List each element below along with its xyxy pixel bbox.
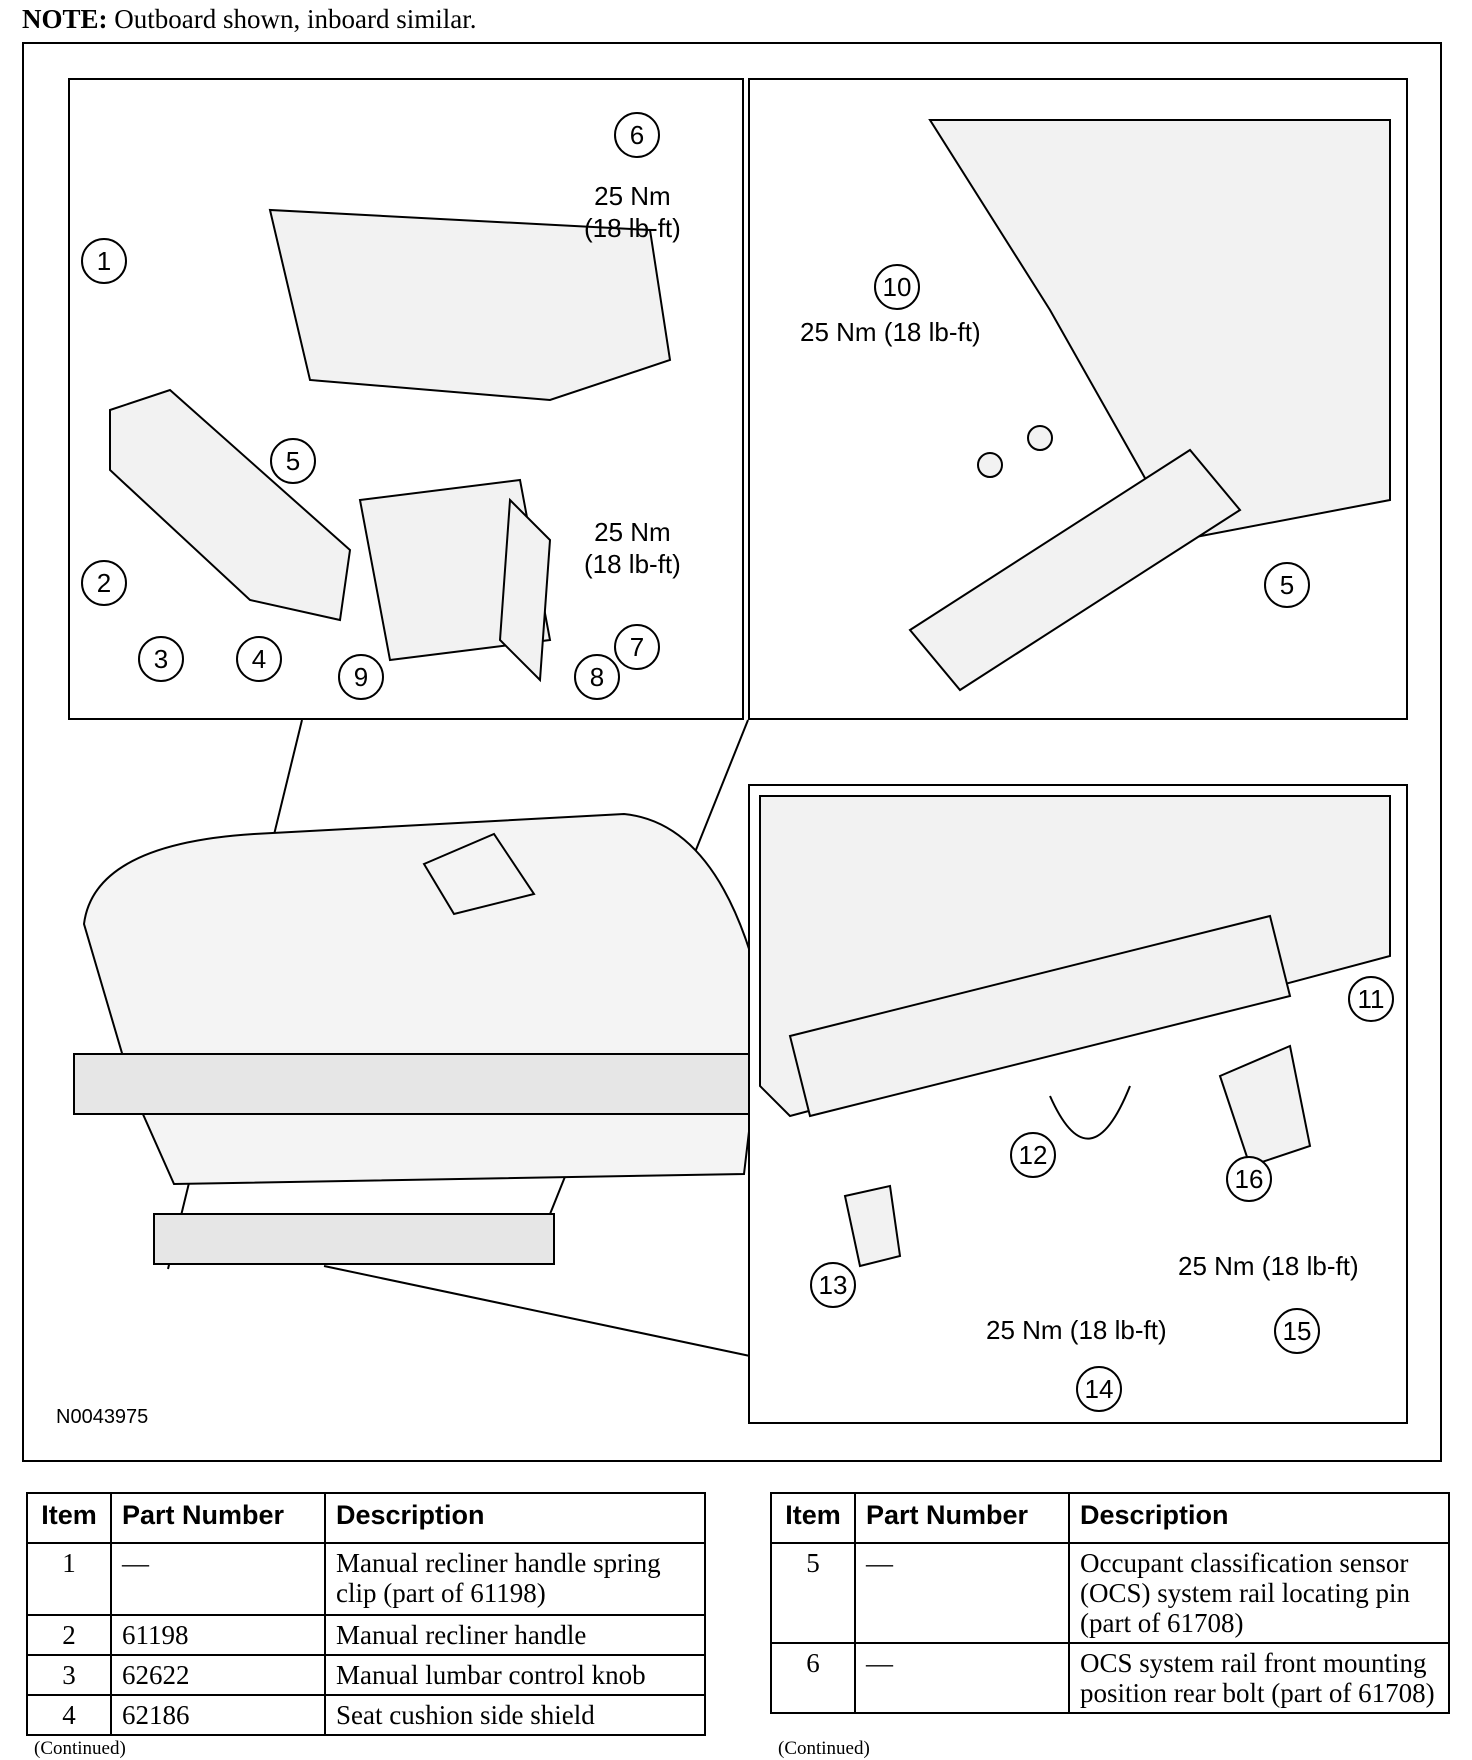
table-row: 1 — Manual recliner handle spring clip (… bbox=[26, 1542, 706, 1616]
callout-16: 16 bbox=[1226, 1156, 1272, 1202]
callout-6: 6 bbox=[614, 112, 660, 158]
torque-6: 25 Nm (18 lb-ft) bbox=[584, 180, 681, 244]
callout-3: 3 bbox=[138, 636, 184, 682]
callout-8: 8 bbox=[574, 654, 620, 700]
table-row: 5 — Occupant classification sensor (OCS)… bbox=[770, 1542, 1450, 1644]
cell-part-number: 61198 bbox=[110, 1614, 326, 1656]
cell-part-number: 62622 bbox=[110, 1654, 326, 1696]
torque-14: 25 Nm (18 lb-ft) bbox=[986, 1315, 1167, 1345]
cell-description: Manual lumbar control knob bbox=[324, 1654, 706, 1696]
cell-part-number: — bbox=[110, 1542, 326, 1616]
note-label: NOTE: bbox=[22, 4, 108, 34]
cell-description: OCS system rail front mounting position … bbox=[1068, 1642, 1450, 1714]
callout-5: 5 bbox=[270, 438, 316, 484]
cell-item: 3 bbox=[26, 1654, 112, 1696]
table-row: 2 61198 Manual recliner handle bbox=[26, 1614, 706, 1656]
callout-14: 14 bbox=[1076, 1366, 1122, 1412]
detail-line-bottom bbox=[323, 1265, 751, 1357]
cell-item: 5 bbox=[770, 1542, 856, 1644]
table-row: 4 62186 Seat cushion side shield bbox=[26, 1694, 706, 1736]
rail-drawing bbox=[908, 119, 1391, 692]
callout-2: 2 bbox=[81, 560, 127, 606]
torque-7-lbft: (18 lb-ft) bbox=[584, 549, 681, 579]
parts-table-left: Item Part Number Description 1 — Manual … bbox=[26, 1492, 706, 1736]
callout-1: 1 bbox=[81, 238, 127, 284]
detail-panel-ocs bbox=[748, 784, 1408, 1424]
torque-10: 25 Nm (18 lb-ft) bbox=[800, 317, 981, 347]
parts-table-right: Item Part Number Description 5 — Occupan… bbox=[770, 1492, 1450, 1714]
callout-7: 7 bbox=[614, 624, 660, 670]
continued-left: (Continued) bbox=[34, 1738, 126, 1759]
callout-12: 12 bbox=[1010, 1132, 1056, 1178]
detail-panel-rail bbox=[748, 78, 1408, 720]
seat-illustration bbox=[73, 812, 766, 1265]
ocs-drawing bbox=[759, 795, 1391, 1268]
exploded-view-figure: 1 2 3 4 5 6 7 8 9 25 Nm (18 lb-ft) 25 Nm… bbox=[22, 42, 1442, 1462]
table-header-row: Item Part Number Description bbox=[770, 1492, 1450, 1544]
table-row: 3 62622 Manual lumbar control knob bbox=[26, 1654, 706, 1696]
cell-item: 6 bbox=[770, 1642, 856, 1714]
cell-description: Occupant classification sensor (OCS) sys… bbox=[1068, 1542, 1450, 1644]
header-item: Item bbox=[26, 1492, 112, 1544]
header-description: Description bbox=[1068, 1492, 1450, 1544]
note-text: Outboard shown, inboard similar. bbox=[114, 4, 477, 34]
cell-description: Manual recliner handle spring clip (part… bbox=[324, 1542, 706, 1616]
cell-part-number: — bbox=[854, 1542, 1070, 1644]
cell-description: Seat cushion side shield bbox=[324, 1694, 706, 1736]
note: NOTE: Outboard shown, inboard similar. bbox=[22, 4, 476, 35]
callout-9: 9 bbox=[338, 654, 384, 700]
callout-10: 10 bbox=[874, 264, 920, 310]
torque-6-nm: 25 Nm bbox=[594, 181, 671, 211]
table-header-row: Item Part Number Description bbox=[26, 1492, 706, 1544]
header-item: Item bbox=[770, 1492, 856, 1544]
torque-7: 25 Nm (18 lb-ft) bbox=[584, 516, 681, 580]
torque-6-lbft: (18 lb-ft) bbox=[584, 213, 681, 243]
header-part-number: Part Number bbox=[110, 1492, 326, 1544]
cell-item: 4 bbox=[26, 1694, 112, 1736]
callout-15: 15 bbox=[1274, 1308, 1320, 1354]
header-description: Description bbox=[324, 1492, 706, 1544]
callout-13: 13 bbox=[810, 1262, 856, 1308]
torque-7-nm: 25 Nm bbox=[594, 517, 671, 547]
cell-item: 2 bbox=[26, 1614, 112, 1656]
cell-item: 1 bbox=[26, 1542, 112, 1616]
cell-part-number: — bbox=[854, 1642, 1070, 1714]
recliner-drawing bbox=[109, 208, 672, 683]
header-part-number: Part Number bbox=[854, 1492, 1070, 1544]
figure-id: N0043975 bbox=[56, 1406, 149, 1428]
torque-15: 25 Nm (18 lb-ft) bbox=[1178, 1251, 1359, 1281]
callout-11: 11 bbox=[1348, 976, 1394, 1022]
continued-right: (Continued) bbox=[778, 1738, 870, 1759]
callout-5-rail: 5 bbox=[1264, 562, 1310, 608]
callout-4: 4 bbox=[236, 636, 282, 682]
detail-panel-recliner bbox=[68, 78, 744, 720]
table-row: 6 — OCS system rail front mounting posit… bbox=[770, 1642, 1450, 1714]
cell-part-number: 62186 bbox=[110, 1694, 326, 1736]
cell-description: Manual recliner handle bbox=[324, 1614, 706, 1656]
